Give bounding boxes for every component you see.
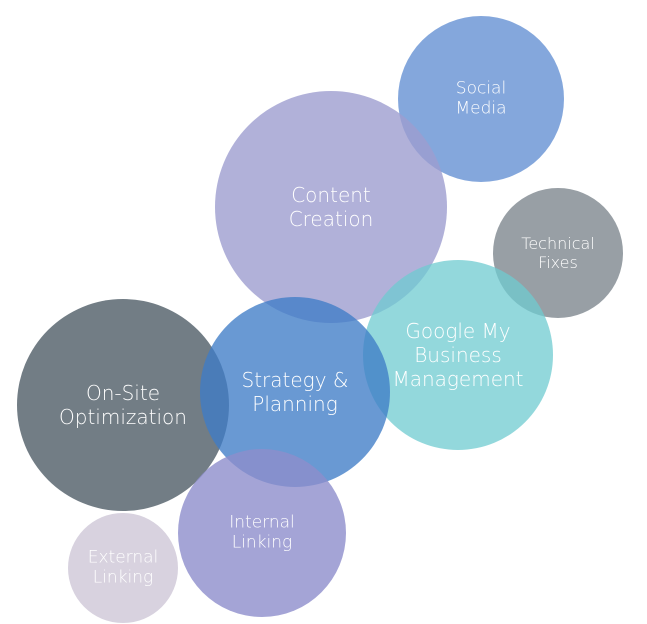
label-line: Optimization: [59, 405, 187, 429]
label-line: Business: [414, 343, 502, 367]
label-line: Technical: [521, 233, 595, 253]
label-line: Linking: [92, 568, 154, 588]
label-line: Strategy &: [241, 368, 349, 392]
bubble-technical-fixes: [493, 188, 623, 318]
label-line: Google My: [405, 319, 511, 343]
label-strategy-planning: Strategy &Planning: [242, 368, 349, 416]
label-line: Content: [291, 183, 371, 207]
label-line: Planning: [252, 392, 338, 416]
label-line: On-Site: [85, 381, 161, 405]
label-line: Linking: [231, 533, 293, 553]
bubble-content-creation: [215, 91, 447, 323]
bubble-google-my-business: [363, 260, 553, 450]
bubble-internal-linking: [178, 449, 346, 617]
bubble-on-site-optimization: [17, 299, 229, 511]
label-line: Media: [455, 99, 507, 119]
bubble-external-linking: [68, 513, 178, 623]
label-line: Internal: [229, 512, 295, 533]
label-line: External: [87, 547, 159, 568]
label-line: Management: [392, 367, 524, 391]
label-line: Social: [455, 78, 507, 99]
label-line: Fixes: [538, 253, 578, 272]
label-line: Creation: [288, 207, 374, 231]
bubble-social-media: [398, 16, 564, 182]
bubble-strategy-planning: [200, 297, 390, 487]
